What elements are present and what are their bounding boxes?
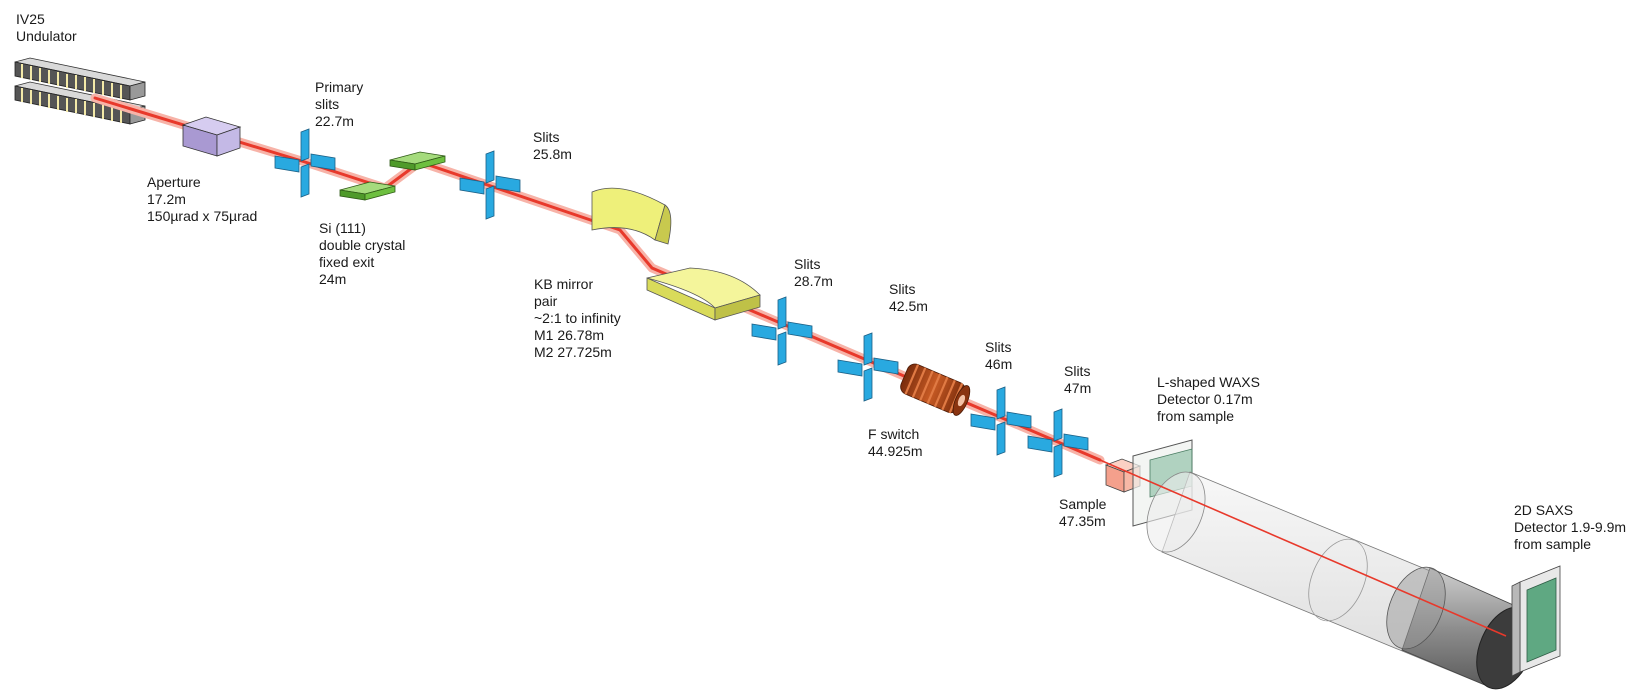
slits-47m [1027, 408, 1089, 478]
aperture-block [181, 116, 242, 157]
f-switch-coil [900, 363, 971, 416]
saxs-detector [1511, 565, 1561, 677]
undulator-upper-array [14, 57, 146, 101]
slits-25-8m [459, 150, 521, 220]
slits-46m [970, 386, 1032, 456]
double-crystal-monochromator [339, 151, 446, 201]
kb-mirror-m1 [591, 187, 672, 245]
undulator [14, 57, 146, 125]
slits-28-7m [751, 296, 813, 366]
primary-slits [274, 128, 336, 198]
slits-42-5m [837, 332, 899, 402]
kb-mirror-m2 [646, 267, 761, 321]
saxs-flight-tube [1099, 459, 1536, 690]
